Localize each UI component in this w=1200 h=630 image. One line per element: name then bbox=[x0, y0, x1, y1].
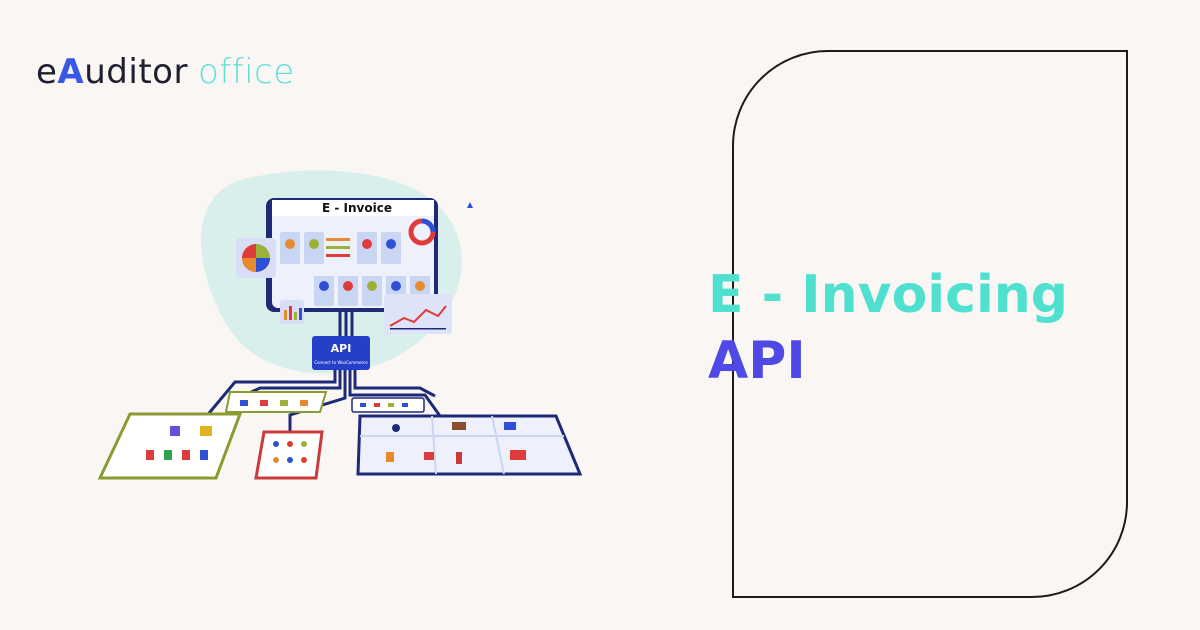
pie-chart-icon bbox=[236, 238, 276, 278]
triangle-icon bbox=[467, 202, 473, 208]
api-illustration-svg: E - Invoice bbox=[97, 170, 583, 480]
api-label: API bbox=[331, 342, 352, 355]
logo-brand-prefix: e bbox=[36, 52, 58, 92]
store-card-small-left bbox=[224, 391, 328, 413]
store-card-tools bbox=[356, 414, 583, 476]
decorative-frame bbox=[732, 50, 1128, 598]
store-card-apparel bbox=[97, 412, 243, 480]
logo-brand: eAuditor bbox=[36, 52, 188, 92]
donut-chart-icon bbox=[408, 218, 436, 246]
headline-line1: E - Invoicing bbox=[708, 265, 1069, 325]
line-chart-icon bbox=[384, 294, 452, 334]
brand-logo: eAuditor office bbox=[36, 52, 295, 92]
api-sublabel: Connect to WooCommerce bbox=[314, 360, 368, 365]
api-box: API Connect to WooCommerce bbox=[312, 336, 370, 370]
store-card-phone bbox=[254, 430, 324, 480]
logo-product: office bbox=[197, 52, 295, 92]
screen-title: E - Invoice bbox=[322, 201, 392, 215]
bar-chart-icon bbox=[280, 300, 304, 324]
headline: E - Invoicing API bbox=[708, 262, 1068, 394]
headline-line2: API bbox=[708, 331, 806, 391]
api-illustration: E - Invoice bbox=[90, 160, 590, 490]
store-card-small-right bbox=[351, 397, 425, 413]
logo-brand-mark: A bbox=[57, 52, 85, 92]
logo-brand-suffix: uditor bbox=[84, 52, 188, 92]
e-invoice-monitor: E - Invoice bbox=[266, 198, 438, 312]
